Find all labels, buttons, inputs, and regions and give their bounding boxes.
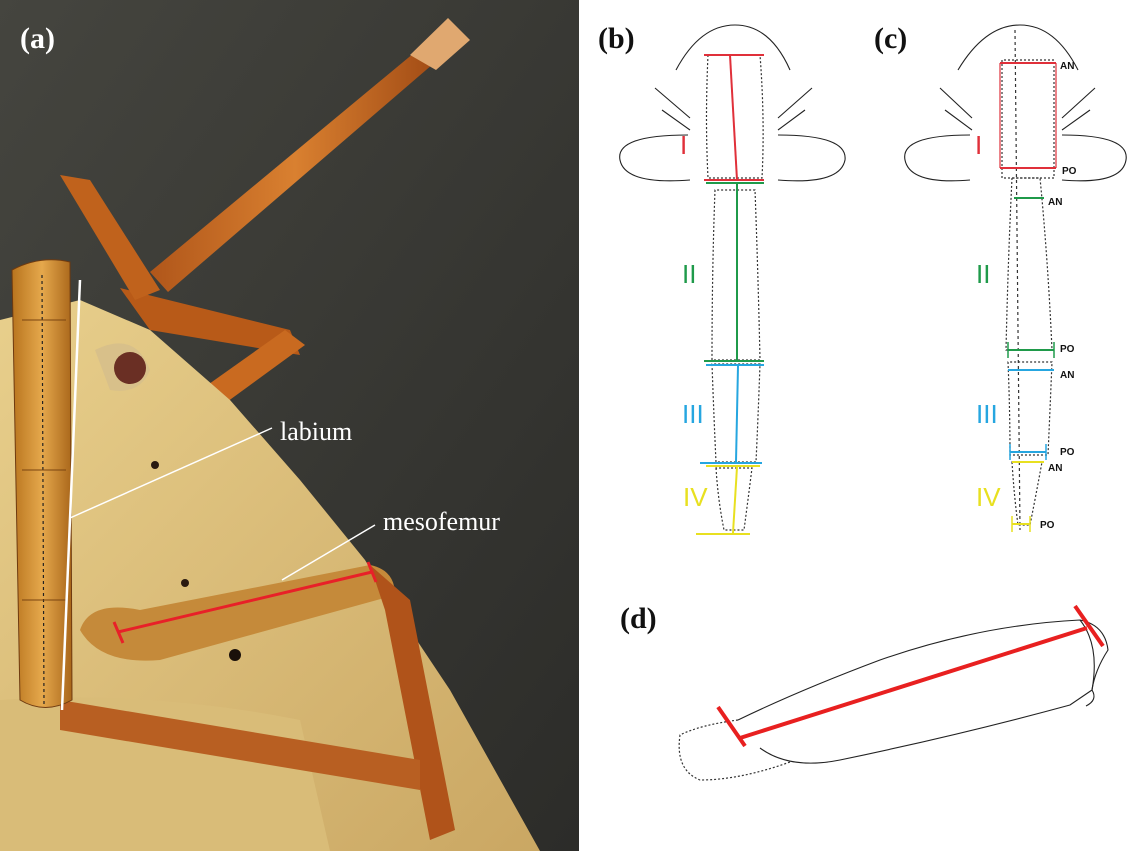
tag-PO-segment-I: PO xyxy=(1062,166,1077,177)
head-outline xyxy=(676,25,790,70)
panel-d-label: (d) xyxy=(620,602,657,635)
tag-AN-segment-II: AN xyxy=(1048,197,1062,208)
tag-PO-segment-IV: PO xyxy=(1040,520,1055,531)
segment-I-outline-c xyxy=(1002,60,1054,178)
segment-IV-outline-c xyxy=(1012,462,1042,525)
femur-measure-end-right xyxy=(1075,606,1103,646)
labium xyxy=(12,260,80,710)
panel-c-label: (c) xyxy=(874,22,907,55)
panel-b-segment-II: II xyxy=(682,259,696,289)
right-eye-outline xyxy=(778,88,845,181)
tag-AN-segment-III: AN xyxy=(1060,370,1074,381)
femur-measure-line xyxy=(740,628,1087,738)
tag-PO-segment-III: PO xyxy=(1060,447,1075,458)
panel-d-diagram: (d) xyxy=(620,602,1108,780)
panel-b-segment-I: I xyxy=(680,130,687,160)
left-eye-outline-c xyxy=(905,88,972,181)
panel-c-segment-I: I xyxy=(975,130,982,160)
tag-PO-segment-II: PO xyxy=(1060,344,1075,355)
segment-I-outline xyxy=(707,55,764,178)
labium-callout: labium xyxy=(280,417,352,446)
panel-b-segment-III: III xyxy=(682,399,704,429)
tag-AN-segment-I: AN xyxy=(1060,61,1074,72)
panel-c-segment-II: II xyxy=(976,259,990,289)
panel-c-segment-IV: IV xyxy=(976,482,1001,512)
femur-measure-end-left xyxy=(718,707,745,746)
panel-c-diagram: (c) I II III IV AN PO AN xyxy=(874,22,1126,532)
panel-a-photo: (a) labium mesofemur xyxy=(0,0,579,851)
panel-a-label: (a) xyxy=(20,22,55,55)
panel-c-segment-III: III xyxy=(976,399,998,429)
femur-tip-outline xyxy=(1086,690,1094,706)
tag-AN-segment-IV: AN xyxy=(1048,463,1062,474)
femur-outline xyxy=(738,620,1108,763)
segment-III-outline-c xyxy=(1008,362,1052,455)
segment-II-outline-c xyxy=(1006,178,1052,350)
panel-b-segment-IV: IV xyxy=(683,482,708,512)
panel-b-diagram: (b) I II III IV xyxy=(598,22,845,534)
mesofemur-callout: mesofemur xyxy=(383,507,500,536)
panel-b-label: (b) xyxy=(598,22,635,55)
